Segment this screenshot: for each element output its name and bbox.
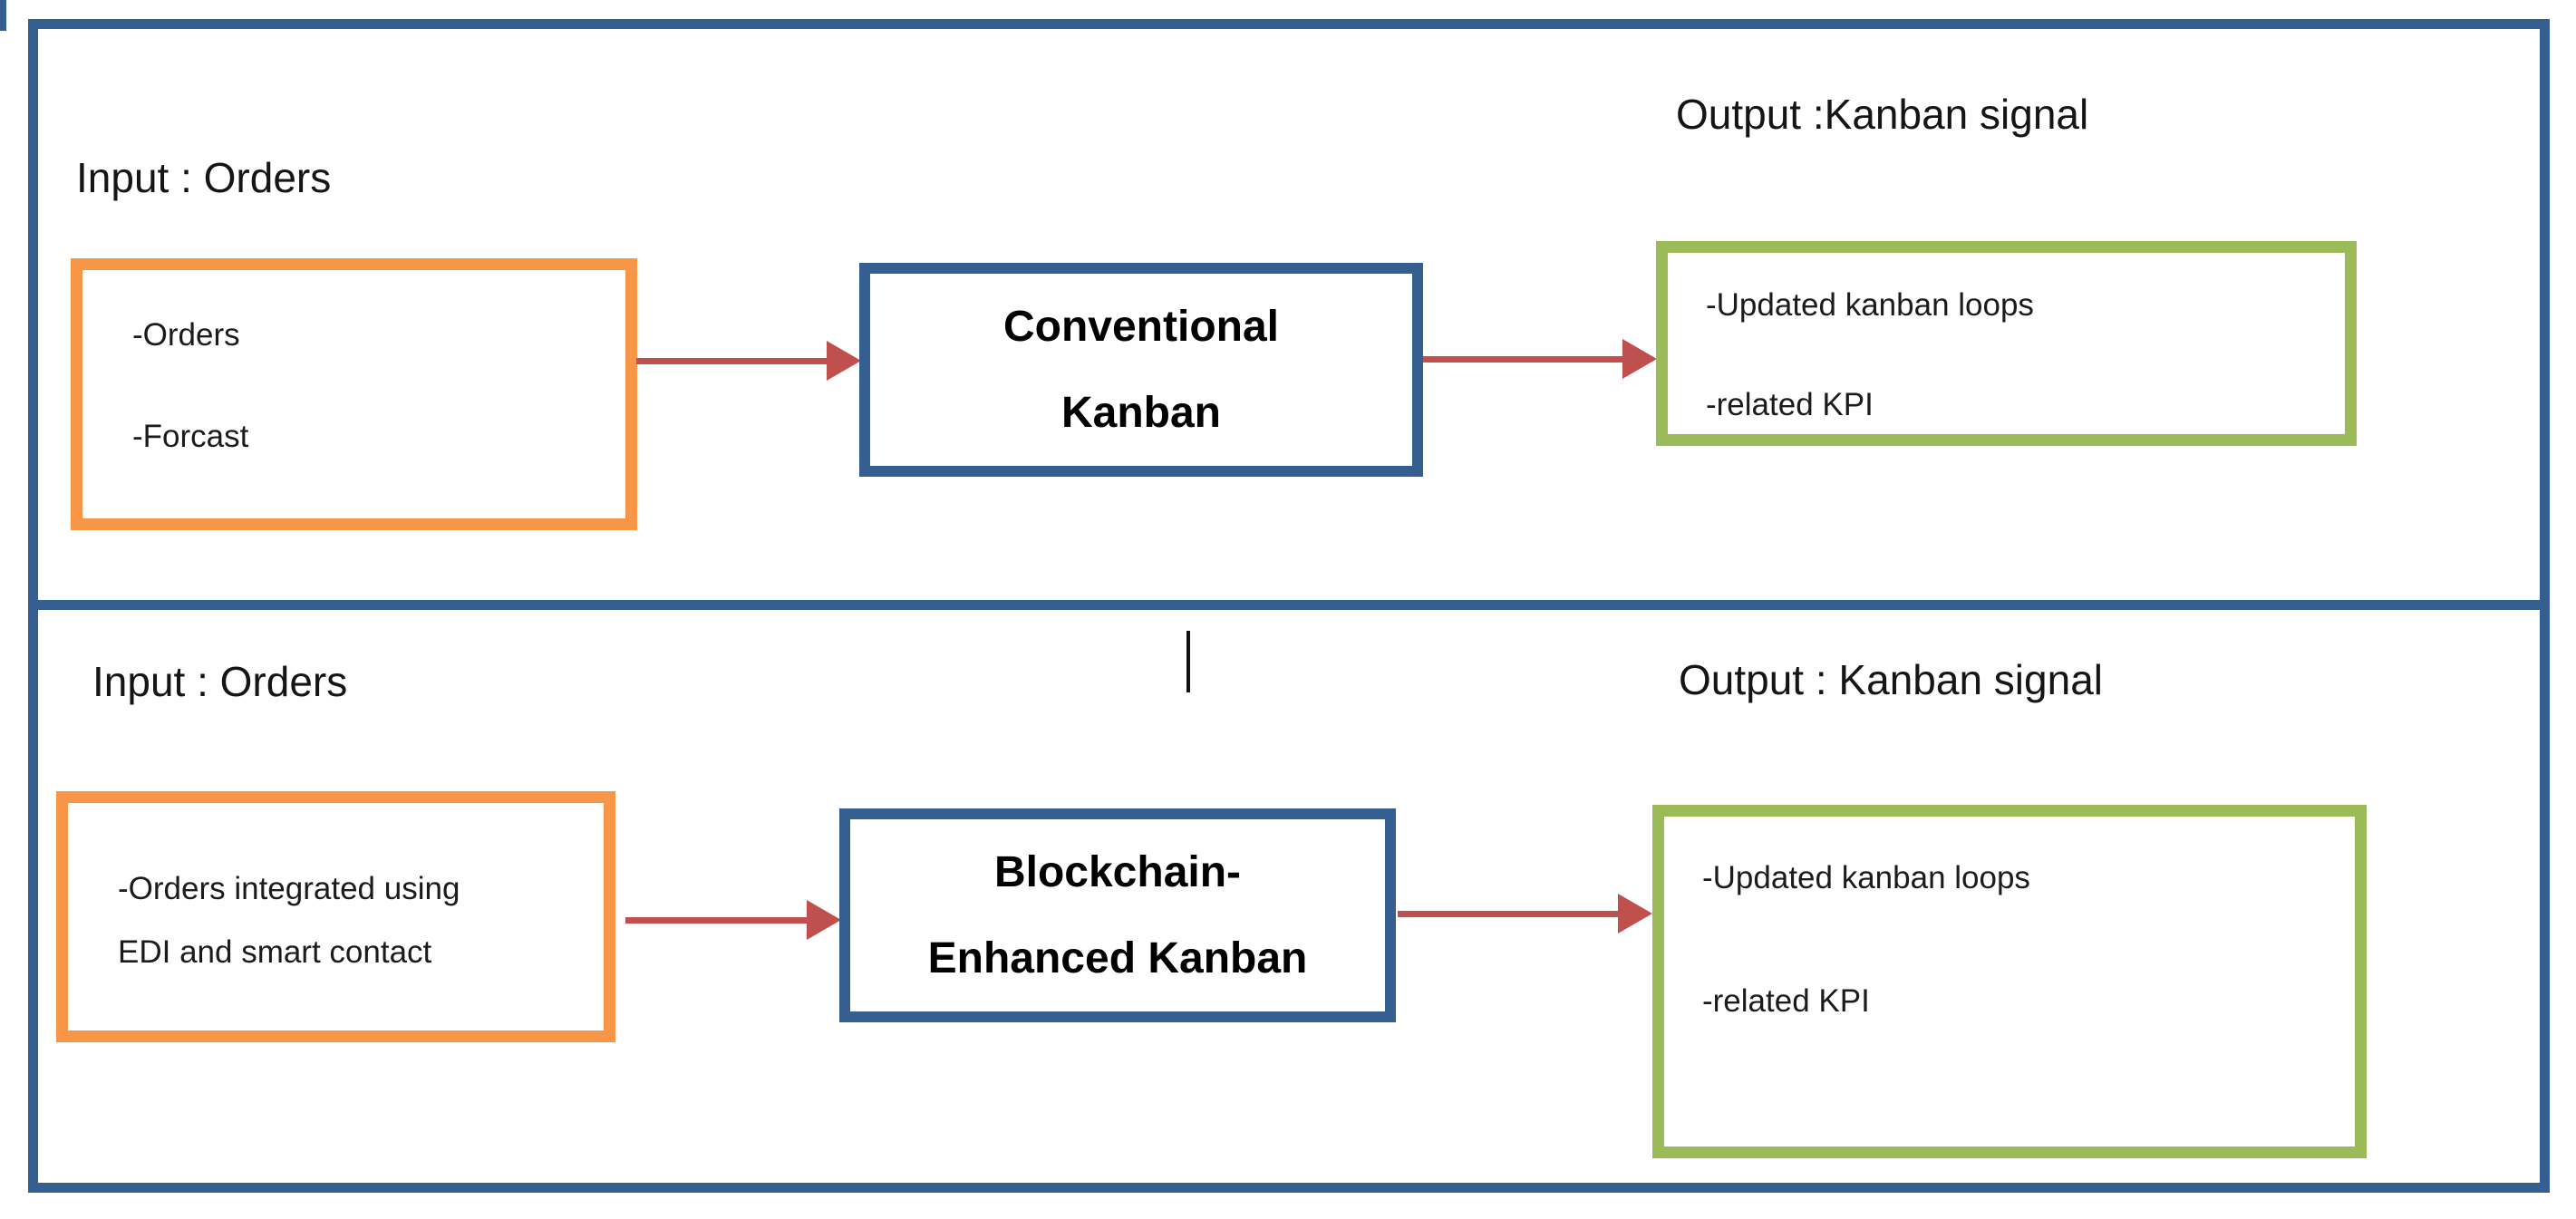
divider-tick-mark <box>1186 631 1190 692</box>
bottom-input-label: Input : Orders <box>92 658 348 705</box>
bottom-process-box: Blockchain- Enhanced Kanban <box>839 808 1396 1022</box>
arrow-shaft <box>1423 355 1622 363</box>
top-input-box-line: -Forcast <box>132 419 249 454</box>
bottom-input-box-line: -Orders integrated using <box>118 871 460 906</box>
arrow-shaft <box>1398 910 1618 917</box>
top-arrow-input-to-process <box>636 341 861 381</box>
top-output-box: -Updated kanban loops -related KPI <box>1656 241 2357 446</box>
bottom-input-box-line: EDI and smart contact <box>118 934 432 970</box>
section-divider-line <box>28 600 2550 610</box>
bottom-arrow-process-to-output <box>1398 894 1652 934</box>
top-output-box-line: -Updated kanban loops <box>1706 287 2034 323</box>
bottom-arrow-input-to-process <box>625 900 841 940</box>
top-input-label: Input : Orders <box>76 154 332 201</box>
bottom-process-box-title-line: Enhanced Kanban <box>927 934 1308 982</box>
arrowhead-icon <box>827 341 861 381</box>
arrowhead-icon <box>1622 339 1657 379</box>
frame-edge-artifact <box>0 0 6 31</box>
arrowhead-icon <box>807 900 841 940</box>
top-process-box-title-line: Kanban <box>1060 389 1221 437</box>
bottom-output-label: Output : Kanban signal <box>1679 656 2103 703</box>
top-arrow-process-to-output <box>1423 339 1657 379</box>
bottom-process-box-title-line: Blockchain- <box>993 847 1242 896</box>
top-process-box: Conventional Kanban <box>859 263 1423 477</box>
bottom-input-box: -Orders integrated using EDI and smart c… <box>56 791 615 1042</box>
bottom-output-box: -Updated kanban loops -related KPI <box>1652 805 2367 1158</box>
arrow-shaft <box>625 916 807 924</box>
bottom-output-box-line: -Updated kanban loops <box>1702 860 2030 895</box>
arrow-shaft <box>636 357 827 364</box>
top-input-box-line: -Orders <box>132 317 240 353</box>
top-input-box: -Orders -Forcast <box>71 258 637 530</box>
arrowhead-icon <box>1618 894 1652 934</box>
bottom-output-box-line: -related KPI <box>1702 983 1870 1019</box>
top-output-box-line: -related KPI <box>1706 387 1874 422</box>
top-process-box-title-line: Conventional <box>1002 302 1279 351</box>
top-output-label: Output :Kanban signal <box>1676 91 2089 138</box>
